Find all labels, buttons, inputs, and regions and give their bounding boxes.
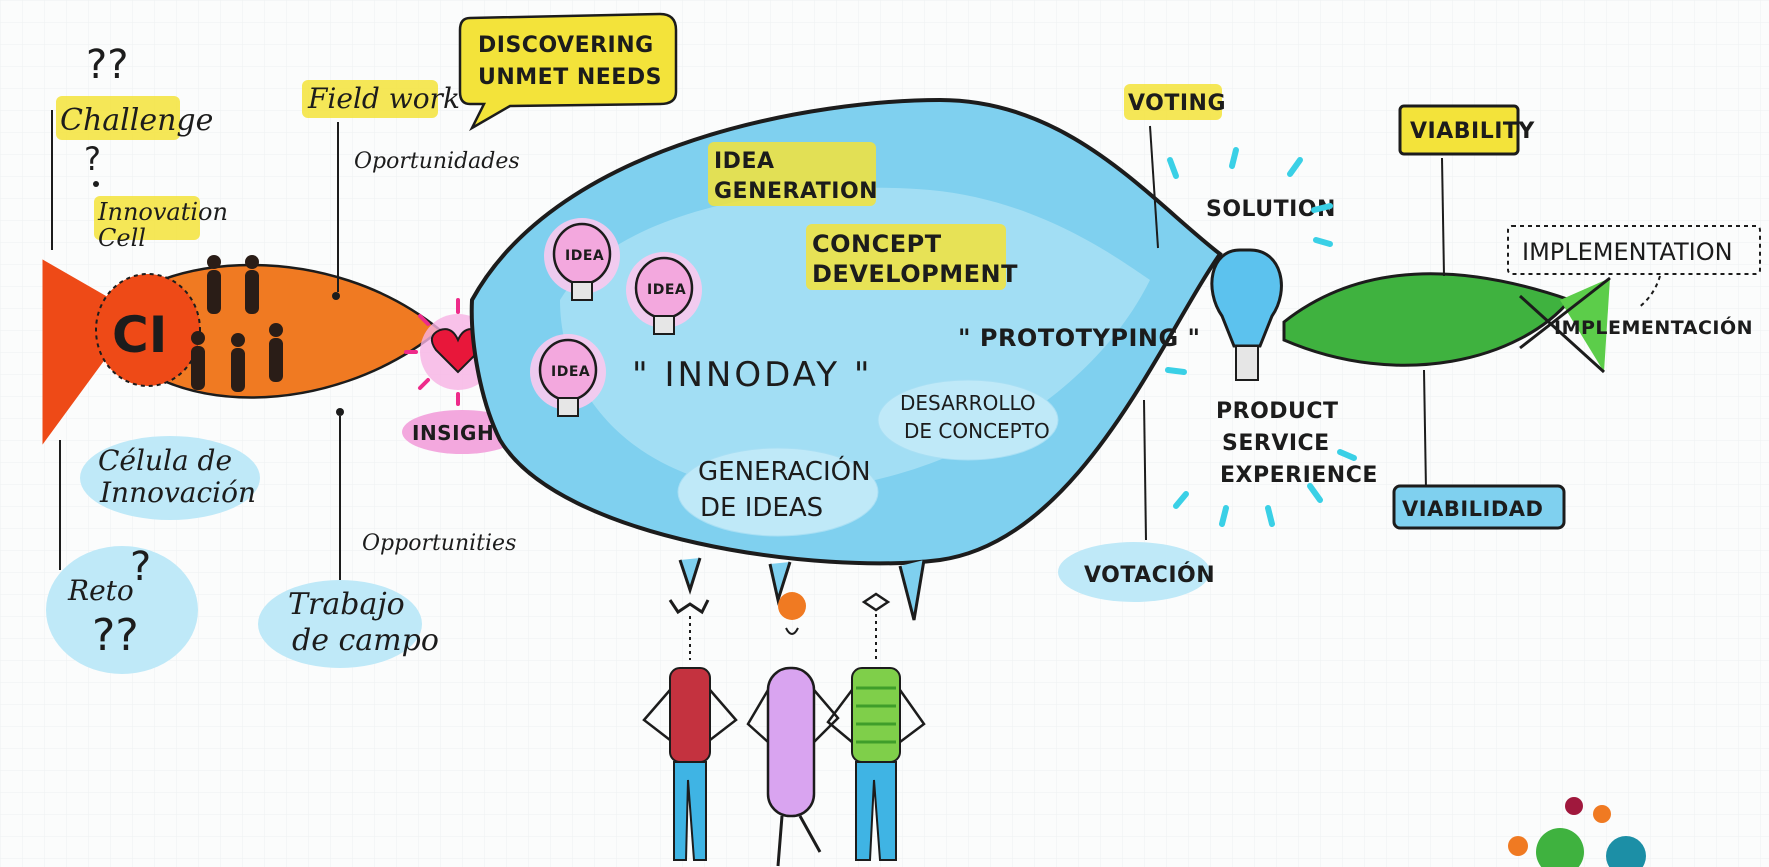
opportunities-label: Opportunities — [362, 531, 516, 556]
celula-section: Célula de Innovación Reto ? ?? — [46, 436, 260, 674]
voting-label: VOTING — [1128, 91, 1226, 116]
reto-label: Reto — [67, 574, 134, 607]
reto-question-2: ?? — [92, 610, 139, 661]
discovering-label: DISCOVERING UNMET NEEDS — [478, 33, 662, 90]
question-mark-mid: ? — [84, 140, 101, 178]
person-icon — [245, 255, 259, 314]
implementation-label: IMPLEMENTATION — [1522, 238, 1733, 266]
innoday-oval: IDEA GENERATION CONCEPT DEVELOPMENT IDEA… — [469, 97, 1223, 621]
viability-leader-line — [1441, 157, 1445, 277]
concept-development-highlight — [806, 224, 1006, 290]
idea-bulb: IDEA — [626, 252, 702, 335]
votacion-label: VOTACIÓN — [1084, 562, 1215, 588]
fish-tail-line-a — [1519, 276, 1611, 350]
viability-section: VIABILITY IMPLEMENTATION IMPLEMENTACIÓN … — [1282, 104, 1761, 530]
field-work-pin — [332, 292, 340, 300]
product-service-experience-label: PRODUCT SERVICE EXPERIENCE — [1216, 399, 1378, 488]
viabilidad-leader-line — [1423, 369, 1427, 491]
trabajo-bubble — [258, 580, 422, 668]
challenge-highlight — [56, 96, 180, 140]
innoday-label: " INNODAY " — [632, 355, 873, 395]
voting-highlight — [1124, 84, 1222, 120]
idea-bulb-label: IDEA — [551, 364, 590, 380]
fish-tail-line-b — [1518, 294, 1606, 374]
ci-label: CI — [112, 306, 167, 364]
brand-logo-dots — [1508, 797, 1646, 867]
viability-highlight — [1398, 104, 1520, 156]
celula-label: Célula de Innovación — [98, 444, 256, 509]
challenge-section: ?? Challenge ? Innovation Cell — [51, 42, 236, 252]
concept-development-label: CONCEPT DEVELOPMENT — [812, 230, 1018, 288]
green-fish-tail — [1560, 278, 1610, 372]
prototyping-label: " PROTOTYPING " — [958, 324, 1201, 352]
solution-bulb-icon — [1210, 248, 1283, 348]
votacion-bubble — [1058, 542, 1210, 602]
implementation-dashed-box — [1507, 225, 1761, 275]
person-figure — [826, 592, 926, 861]
idea-bulb: IDEA — [544, 218, 620, 301]
innovation-cell-fish: CI — [42, 255, 442, 445]
viabilidad-label: VIABILIDAD — [1402, 497, 1543, 521]
generacion-bubble — [677, 447, 879, 537]
viability-label: VIABILITY — [1410, 119, 1535, 144]
idea-bulb-label: IDEA — [647, 282, 686, 298]
idea-bulb-label: IDEA — [565, 248, 604, 264]
oval-drips — [678, 557, 926, 621]
speech-bubble-shape — [458, 12, 678, 132]
idea-bulb: IDEA — [530, 334, 606, 417]
person-icon — [269, 323, 283, 382]
ci-circle — [95, 273, 201, 387]
field-work-label: Field work — [307, 82, 460, 115]
idea-generation-label: IDEA GENERATION — [714, 149, 878, 204]
dot-mark — [93, 181, 99, 187]
trabajo-label: Trabajo de campo — [288, 587, 439, 658]
question-marks-top: ?? — [86, 42, 128, 88]
implementation-dashed-arrow — [1637, 275, 1661, 309]
reto-bubble — [46, 546, 198, 674]
generacion-label: GENERACIÓN DE IDEAS — [698, 455, 879, 523]
field-work-section: Field work Oportunidades Opportunities T… — [258, 80, 520, 668]
reto-question-1: ? — [130, 544, 151, 590]
idea-generation-highlight — [708, 142, 876, 206]
innovation-cell-label: Innovation Cell — [97, 198, 236, 252]
desarrollo-bubble — [877, 379, 1059, 461]
person-icon — [231, 333, 245, 392]
challenge-label: Challenge — [60, 103, 213, 138]
solution-bulb-base — [1235, 345, 1259, 381]
oportunidades-label: Oportunidades — [354, 149, 520, 174]
desarrollo-label: DESARROLLO DE CONCEPTO — [900, 391, 1050, 443]
person-figure — [746, 592, 840, 867]
person-figure — [642, 599, 738, 861]
team-people — [642, 592, 926, 867]
team-silhouettes — [191, 255, 283, 392]
implementacion-label: IMPLEMENTACIÓN — [1554, 315, 1753, 339]
solution-rays — [1165, 147, 1357, 527]
field-work-highlight — [302, 80, 438, 118]
person-icon — [191, 331, 205, 390]
innovation-cell-highlight — [94, 196, 200, 240]
trabajo-pin — [336, 408, 344, 416]
person-icon — [207, 255, 221, 314]
discovering-bubble: DISCOVERING UNMET NEEDS — [458, 12, 678, 132]
viabilidad-highlight — [1392, 484, 1566, 530]
voting-leader-line — [1149, 125, 1159, 249]
celula-bubble — [80, 436, 260, 520]
votacion-leader-line — [1143, 399, 1147, 541]
solution-section: VOTING SOLUTION PRODUCT SERVICE EXPERIEN… — [1058, 84, 1378, 602]
